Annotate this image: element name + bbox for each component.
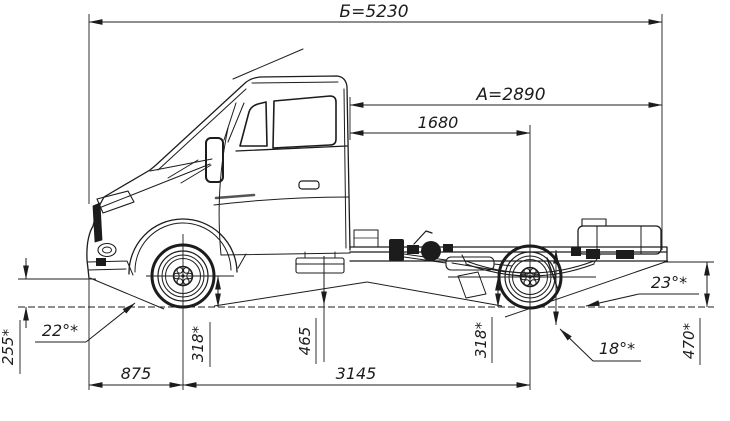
dim-front-clearance-label: 255* bbox=[0, 328, 17, 365]
departure-angle-leader bbox=[585, 293, 640, 307]
powertrain bbox=[389, 230, 513, 299]
splash-guard bbox=[457, 271, 487, 299]
dim-ramp-angle-label: 18°* bbox=[599, 339, 635, 358]
dim-rear-axle-height: 318* bbox=[472, 276, 501, 363]
fog-light-inner bbox=[102, 246, 112, 254]
tank-top-lip bbox=[581, 218, 607, 227]
dim-overall-length: Б=5230 bbox=[88, 2, 663, 25]
dim-frame-length: А=2890 bbox=[349, 85, 663, 108]
cab-rear-box bbox=[353, 229, 379, 248]
cab bbox=[86, 48, 351, 279]
cab-step-line bbox=[295, 251, 345, 265]
grille bbox=[92, 202, 103, 243]
dim-front-axle-height: 318* bbox=[189, 275, 221, 367]
dim-rear-frame-height-label: 470* bbox=[680, 322, 698, 359]
vehicle bbox=[86, 48, 668, 310]
dim-wheelbase: 3145 bbox=[182, 364, 531, 388]
transfer-unit bbox=[421, 241, 441, 261]
ramp-line-rear bbox=[366, 281, 503, 307]
approach-angle-leader bbox=[85, 302, 136, 343]
frame-rail bbox=[349, 246, 668, 262]
tank-bracket-3 bbox=[616, 250, 634, 259]
tank-straps bbox=[596, 225, 642, 255]
reference-lines bbox=[18, 14, 714, 390]
cab-outline bbox=[86, 75, 351, 279]
spring-shackles bbox=[461, 254, 601, 264]
door-bottom-edge bbox=[220, 252, 351, 256]
cab-step bbox=[295, 257, 345, 274]
dim-approach-angle-label: 22°* bbox=[42, 321, 78, 340]
dim-overall-length-label: Б=5230 bbox=[339, 2, 408, 22]
roof-inner-line bbox=[251, 81, 339, 84]
dim-front-clearance: 255* bbox=[0, 258, 29, 374]
dim-ramp-angle: 18°* bbox=[553, 249, 641, 362]
tank-bracket-1 bbox=[571, 247, 581, 256]
dimensions: Б=5230 А=2890 1680 875 3145 255* 22°* bbox=[0, 2, 710, 388]
front-fender-arch-inner bbox=[134, 222, 232, 273]
door-handle bbox=[298, 180, 320, 190]
fog-light bbox=[97, 242, 117, 258]
dim-approach-angle: 22°* bbox=[35, 302, 136, 343]
bracket-1 bbox=[407, 245, 419, 254]
rocker-line bbox=[237, 253, 247, 269]
dim-frame-length-label: А=2890 bbox=[475, 85, 545, 105]
dim-rear-axle-height-label: 318* bbox=[472, 321, 490, 358]
ramp-line-front bbox=[213, 281, 368, 307]
dim-departure-angle: 23°* bbox=[585, 273, 699, 307]
antenna bbox=[232, 48, 304, 80]
cab-back-inner-line bbox=[343, 88, 347, 249]
bumper-lines bbox=[87, 260, 134, 276]
dim-cab-to-axle: 1680 bbox=[349, 113, 531, 136]
dim-frame-height-center: 465 bbox=[296, 256, 327, 364]
dim-frame-height-center-label: 465 bbox=[296, 327, 314, 356]
bracket-2 bbox=[443, 244, 453, 252]
gearbox bbox=[389, 239, 404, 261]
dim-front-overhang: 875 bbox=[88, 364, 184, 388]
dim-rear-frame-height: 470* bbox=[680, 261, 710, 365]
door-window-sill bbox=[235, 145, 348, 152]
dim-departure-angle-label: 23°* bbox=[651, 273, 687, 292]
dim-cab-to-axle-label: 1680 bbox=[418, 113, 459, 132]
ramp-angle-leader bbox=[559, 328, 594, 362]
front-fender-arch-outer bbox=[128, 218, 238, 275]
dim-front-overhang-label: 875 bbox=[121, 364, 152, 383]
brake-lever bbox=[413, 230, 433, 245]
approach-angle-line bbox=[89, 277, 165, 310]
windshield-pillar-inner bbox=[157, 88, 247, 171]
fuel-tank bbox=[571, 218, 662, 259]
mirror-body bbox=[205, 137, 224, 183]
quarter-window bbox=[239, 101, 268, 147]
door-badge bbox=[214, 193, 256, 200]
mirror-arm bbox=[223, 102, 245, 143]
departure-angle-line bbox=[504, 260, 669, 318]
tank-bracket-2 bbox=[586, 249, 600, 259]
body-crease bbox=[213, 196, 350, 206]
driveshaft bbox=[403, 253, 507, 273]
tow-hook bbox=[96, 258, 106, 266]
door-window bbox=[272, 95, 337, 149]
cowl-line bbox=[149, 158, 213, 172]
dim-front-axle-height-label: 318* bbox=[189, 325, 207, 362]
hood-shutline bbox=[98, 163, 211, 209]
tailpipe bbox=[493, 263, 513, 267]
frame bbox=[349, 229, 668, 262]
wiper-1 bbox=[167, 159, 199, 179]
dim-wheelbase-label: 3145 bbox=[336, 364, 377, 383]
headlight bbox=[96, 190, 135, 214]
